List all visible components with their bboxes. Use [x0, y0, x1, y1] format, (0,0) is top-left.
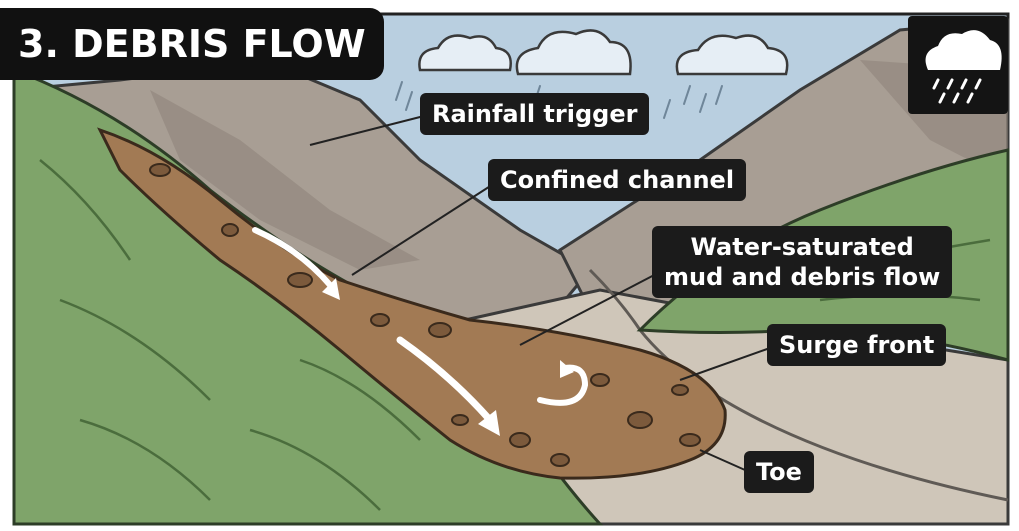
- leader-channel: [351, 182, 496, 276]
- leader-rainfall: [309, 115, 425, 146]
- stream: [588, 268, 1009, 502]
- cloud-icon: [515, 29, 632, 76]
- circular-arrow-head: [560, 360, 574, 378]
- label-line: Water-saturated: [690, 233, 914, 261]
- circular-arrow-icon: [537, 364, 589, 406]
- leader-saturated: [519, 271, 661, 346]
- rain-cloud-icon: [908, 16, 1008, 114]
- mountain-shading: [150, 90, 420, 270]
- flow-arrow-head: [478, 410, 500, 436]
- label-surge-front: Surge front: [767, 324, 947, 366]
- cloud-icon: [418, 34, 512, 72]
- flow-arrow-icon: [252, 227, 333, 288]
- label-water-saturated-flow: Water-saturated mud and debris flow: [652, 226, 953, 298]
- leader-surge: [679, 347, 771, 381]
- label-line: mud and debris flow: [664, 263, 941, 291]
- cloud-icon: [675, 34, 789, 76]
- leader-lines: [309, 115, 771, 471]
- flow-arrow-icon: [396, 336, 494, 424]
- diagram-title: 3. DEBRIS FLOW: [0, 8, 384, 80]
- label-toe: Toe: [744, 451, 814, 493]
- label-rainfall-trigger: Rainfall trigger: [420, 93, 650, 135]
- flow-arrow-head: [322, 278, 340, 300]
- rain-streaks: [395, 81, 723, 119]
- leader-toe: [699, 449, 746, 471]
- debris-rocks: [149, 163, 701, 467]
- label-confined-channel: Confined channel: [488, 159, 747, 201]
